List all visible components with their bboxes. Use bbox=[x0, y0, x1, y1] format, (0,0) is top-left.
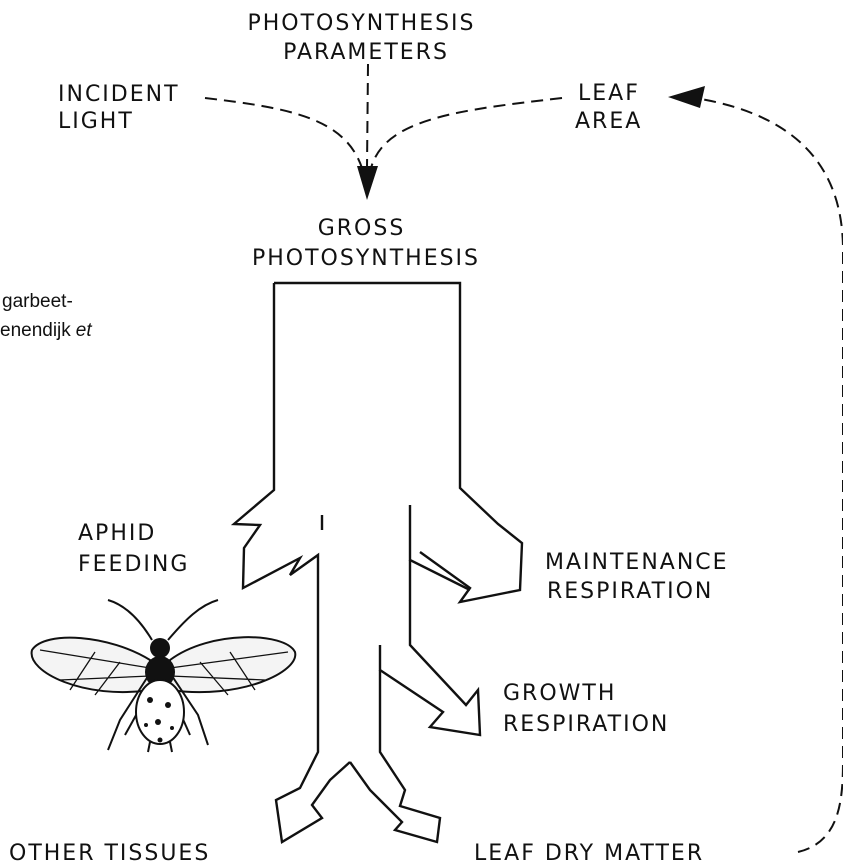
other-tissues-label: OTHER TISSUES bbox=[9, 841, 210, 866]
flow-outline-left bbox=[234, 283, 350, 842]
gross-photosynthesis-arrowhead bbox=[357, 166, 378, 200]
aphid-feeding-label: APHID FEEDING bbox=[78, 521, 189, 577]
maintenance-respiration-branch bbox=[410, 505, 470, 590]
leaf-dry-matter-label: LEAF DRY MATTER bbox=[474, 841, 704, 866]
photosynthesis-parameters-label: PHOTOSYNTHESIS PARAMETERS bbox=[247, 11, 484, 65]
gross-photosynthesis-label: GROSS PHOTOSYNTHESIS bbox=[252, 216, 480, 271]
cutoff-text: garbeet- bbox=[2, 291, 73, 312]
lower-flow-split bbox=[350, 670, 440, 842]
maintenance-respiration-label: MAINTENANCE RESPIRATION bbox=[545, 550, 738, 604]
growth-respiration-label: GROWTH RESPIRATION bbox=[503, 681, 669, 737]
leaf-area-feedback-arrowhead bbox=[668, 86, 705, 108]
incident-light-label: INCIDENT LIGHT bbox=[58, 82, 189, 134]
aphid-illustration bbox=[32, 600, 296, 752]
photosynthesis-parameters-dashed-line bbox=[367, 64, 368, 168]
leaf-area-dashed-line bbox=[371, 98, 562, 168]
incident-light-dashed-arrow bbox=[205, 98, 362, 168]
flow-outline-top bbox=[274, 283, 522, 602]
leaf-area-feedback-loop bbox=[695, 98, 843, 852]
leaf-area-label: LEAF AREA bbox=[575, 81, 649, 134]
